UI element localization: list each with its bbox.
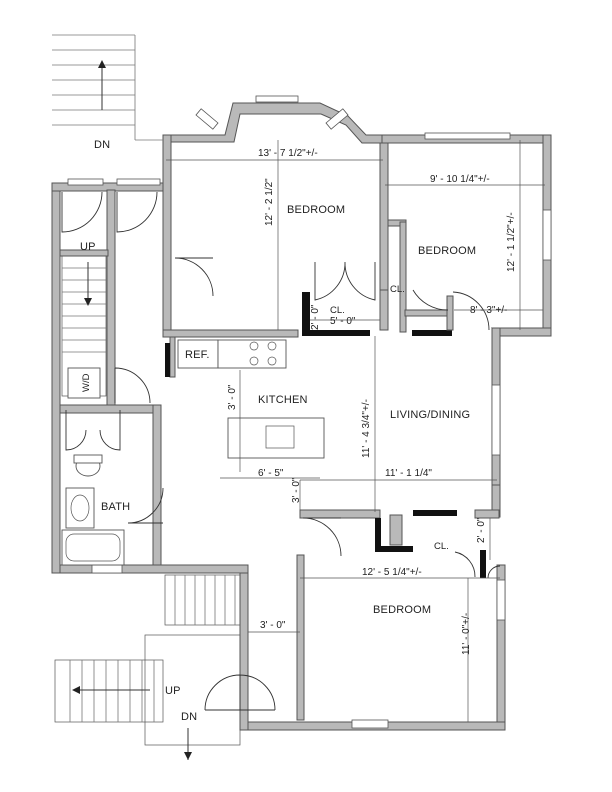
fixtures bbox=[61, 339, 325, 566]
dimension-labels: 13' - 7 1/2"+/- 12' - 2 1/2" 9' - 10 1/4… bbox=[227, 148, 517, 655]
stair-bottom-up-label: UP bbox=[165, 685, 181, 697]
room-labels: BEDROOM BEDROOM BEDROOM KITCHEN LIVING/D… bbox=[81, 204, 476, 616]
doors bbox=[61, 191, 501, 711]
windows bbox=[67, 95, 552, 729]
kitchen-label: KITCHEN bbox=[258, 394, 308, 406]
living-dining-label: LIVING/DINING bbox=[390, 409, 470, 421]
exterior-stair-bottom bbox=[54, 634, 241, 760]
dim-bed-s-depth: 11' - 0"+/- bbox=[461, 613, 472, 655]
wd-label: W/D bbox=[81, 373, 92, 392]
dimension-lines bbox=[166, 140, 545, 722]
refrigerator bbox=[177, 339, 219, 369]
closet-nw-label: CL. bbox=[330, 305, 345, 316]
kitchen-island bbox=[227, 417, 325, 459]
dim-bed-ne-width: 9' - 10 1/4"+/- bbox=[430, 174, 490, 185]
dim-closet-width: 5' - 0" bbox=[330, 316, 356, 327]
washer-dryer bbox=[67, 367, 101, 399]
bedroom-nw-label: BEDROOM bbox=[287, 204, 345, 216]
dim-closet-depth: 2' - 0" bbox=[310, 304, 321, 330]
dim-kitchen-width: 6' - 5" bbox=[258, 468, 284, 479]
ref-label: REF. bbox=[185, 349, 210, 361]
dim-closet-s-depth: 2' - 0" bbox=[476, 517, 487, 543]
closet-s-label: CL. bbox=[434, 541, 449, 552]
dim-living-depth: 11' - 4 3/4"+/- bbox=[361, 399, 372, 458]
stair-left-up-label: UP bbox=[80, 241, 96, 253]
dim-bed-nw-depth: 12' - 2 1/2" bbox=[264, 178, 275, 226]
dim-entry-width: 3' - 0" bbox=[260, 620, 286, 631]
lower-stair bbox=[164, 574, 241, 626]
bath-label: BATH bbox=[101, 501, 130, 513]
stairs bbox=[52, 34, 241, 760]
sink bbox=[65, 487, 95, 529]
dim-bed-s-width: 12' - 5 1/4"+/- bbox=[362, 567, 422, 578]
walls bbox=[51, 102, 552, 731]
stair-bottom-dn-label: DN bbox=[181, 711, 197, 723]
closet-ne-label: CL. bbox=[390, 284, 405, 295]
dim-kitchen-depth: 3' - 0" bbox=[227, 384, 238, 410]
counter bbox=[217, 339, 287, 369]
dim-living-width: 11' - 1 1/4" bbox=[385, 468, 432, 479]
bedroom-s-label: BEDROOM bbox=[373, 604, 431, 616]
dim-bed-nw-width: 13' - 7 1/2"+/- bbox=[258, 148, 318, 159]
dim-hall-ne: 8' - 3"+/- bbox=[470, 305, 507, 316]
stair-labels: DN UP UP DN bbox=[80, 139, 197, 723]
dim-hall-width: 3' - 0" bbox=[291, 477, 302, 503]
dim-bed-ne-depth: 12' - 1 1/2"+/- bbox=[506, 212, 517, 272]
bathtub bbox=[61, 529, 125, 566]
stair-top-dn-label: DN bbox=[94, 139, 110, 151]
bedroom-ne-label: BEDROOM bbox=[418, 245, 476, 257]
exterior-stair-top bbox=[52, 34, 163, 141]
